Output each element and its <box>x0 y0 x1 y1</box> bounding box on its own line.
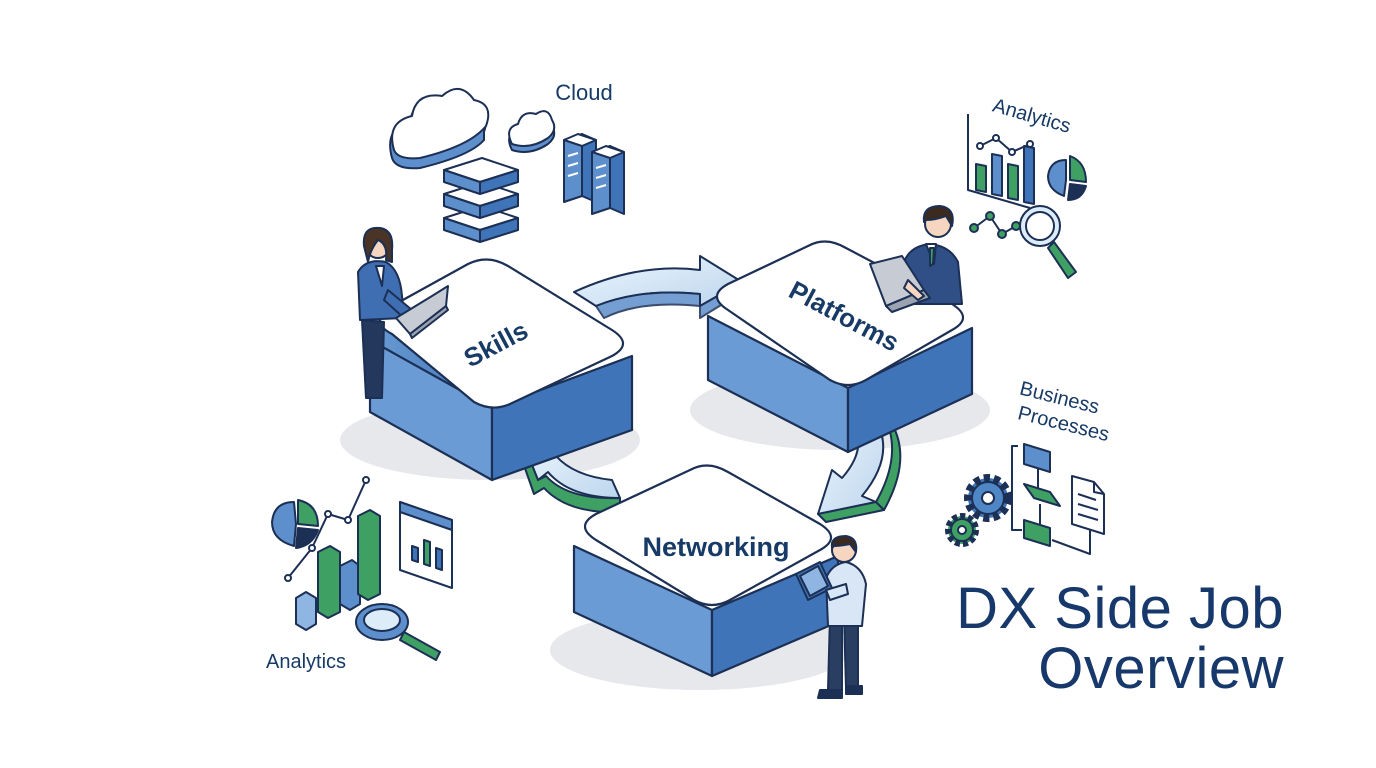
block-networking <box>572 464 840 678</box>
flowchart-icon <box>1011 443 1091 555</box>
page-title-line1: DX Side Job <box>956 576 1284 641</box>
bar-chart-icon-bottom <box>295 509 381 631</box>
person-woman-laptop <box>357 226 449 399</box>
person-man-tablet <box>795 535 867 699</box>
network-nodes-icon-top <box>969 211 1021 239</box>
dashboard-window-icon <box>399 501 453 589</box>
bar-chart-icon-top <box>967 114 1035 209</box>
server-stack-icon <box>443 157 519 243</box>
gear-icon-small <box>945 513 979 547</box>
server-tower-icon <box>563 133 625 215</box>
pie-chart-icon-top <box>1047 155 1087 201</box>
document-icon <box>1071 475 1105 535</box>
line-chart-icon-bottom <box>284 476 370 582</box>
block-label-networking: Networking <box>642 532 789 562</box>
analytics-top-label: Analytics <box>990 95 1073 138</box>
gear-icon-large <box>964 474 1012 522</box>
pie-chart-icon-bottom <box>271 499 319 549</box>
flow-arrow-skills-to-platforms <box>573 255 743 319</box>
magnifier-icon-bottom <box>355 603 441 661</box>
person-man-laptop <box>869 205 963 313</box>
analytics-bottom-label: Analytics <box>266 651 346 673</box>
cloud-icon-large <box>389 88 490 170</box>
cloud-icon-small <box>508 110 556 153</box>
magnifier-icon-top <box>1019 205 1077 279</box>
page-title-line2: Overview <box>1038 636 1284 701</box>
cloud-label: Cloud <box>555 80 612 105</box>
